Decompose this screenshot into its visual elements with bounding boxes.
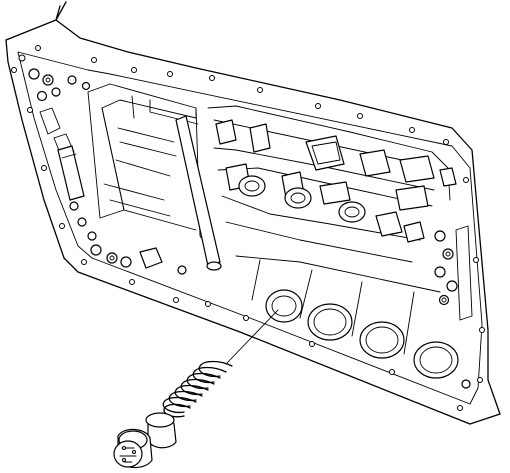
valve-bores <box>207 105 457 263</box>
housing-flange-inner-edge <box>17 51 483 405</box>
lower-circular-bores <box>235 255 471 389</box>
housing-outer-outline <box>5 1 501 425</box>
assembly-axis-line <box>225 309 279 365</box>
right-edge-ports <box>434 225 473 321</box>
plug <box>113 412 177 469</box>
pocket-walls <box>87 83 222 271</box>
flange-bolt-holes <box>11 45 485 411</box>
left-passage-ports <box>28 68 187 275</box>
coil-spring <box>162 360 233 418</box>
valve-body-housing <box>5 1 501 425</box>
